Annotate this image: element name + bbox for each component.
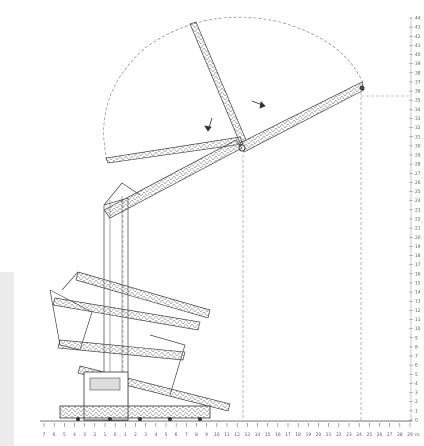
right-scale-label: 8 xyxy=(415,344,418,350)
right-scale-label: 35 xyxy=(415,98,421,104)
right-scale-label: 30 xyxy=(415,143,421,149)
working-range-arc xyxy=(103,16,365,161)
right-scale-label: 0 xyxy=(415,418,418,424)
right-scale-label: 17 xyxy=(415,262,421,268)
scale-label: 2 xyxy=(93,432,96,438)
right-scale-label: 12 xyxy=(415,308,421,314)
right-scale-label: 42 xyxy=(415,34,421,40)
right-scale-label: 18 xyxy=(415,253,421,259)
scale-label: 8 xyxy=(195,432,198,438)
scale-label: 24 xyxy=(356,432,362,438)
scale-unit: m. xyxy=(415,433,421,438)
scale-label: 5 xyxy=(165,432,168,438)
right-scale-label: 43 xyxy=(415,25,421,31)
scale-label: 15 xyxy=(265,432,271,438)
folded-boom-positions xyxy=(49,271,231,412)
right-scale-label: 16 xyxy=(415,271,421,277)
scale-label: 16 xyxy=(275,432,281,438)
scale-label: 23 xyxy=(346,432,352,438)
scale-label: 14 xyxy=(255,432,261,438)
crane-chassis xyxy=(59,371,211,421)
right-scale-label: 6 xyxy=(415,363,418,369)
scale-label: 19 xyxy=(306,432,312,438)
right-scale-label: 9 xyxy=(415,335,418,341)
right-scale-label: 11 xyxy=(415,317,421,323)
scale-label: 25 xyxy=(367,432,373,438)
right-scale-label: 24 xyxy=(415,198,421,204)
scale-label: 13 xyxy=(245,432,251,438)
scale-label: 1 xyxy=(104,432,107,438)
left-side-panel xyxy=(0,272,14,446)
right-scale-label: 33 xyxy=(415,116,421,122)
right-scale-label: 28 xyxy=(415,162,421,168)
scale-label: 5 xyxy=(63,432,66,438)
scale-label: 1 xyxy=(124,432,127,438)
right-scale-label: 3 xyxy=(415,390,418,396)
scale-label: 3 xyxy=(83,432,86,438)
scale-label: 17 xyxy=(285,432,291,438)
right-scale-label: 2 xyxy=(415,399,418,405)
scale-label: 20 xyxy=(316,432,322,438)
right-scale-label: 41 xyxy=(415,43,421,49)
right-scale-label: 32 xyxy=(415,125,421,131)
right-scale-label: 31 xyxy=(415,134,421,140)
right-scale-label: 29 xyxy=(415,153,421,159)
right-scale-label: 23 xyxy=(415,207,421,213)
scale-label: 0 xyxy=(114,432,117,438)
right-scale-label: 36 xyxy=(415,89,421,95)
right-scale-label: 5 xyxy=(415,372,418,378)
scale-label: 28 xyxy=(397,432,403,438)
right-scale-label: 7 xyxy=(415,354,418,360)
right-scale-label: 25 xyxy=(415,189,421,195)
scale-label: 12 xyxy=(234,432,240,438)
right-scale-label: 10 xyxy=(415,326,421,332)
right-scale-label: 4 xyxy=(415,381,418,387)
scale-label: 6 xyxy=(175,432,178,438)
jib-raised xyxy=(189,21,247,144)
scale-label: 10 xyxy=(214,432,220,438)
right-scale-label: 1 xyxy=(415,408,418,414)
right-scale-label: 39 xyxy=(415,61,421,67)
right-scale-label: 37 xyxy=(415,79,421,85)
scale-label: 27 xyxy=(387,432,393,438)
right-scale-label: 14 xyxy=(415,290,421,296)
right-scale-label: 20 xyxy=(415,235,421,241)
scale-label: 7 xyxy=(43,432,46,438)
scale-label: 22 xyxy=(336,432,342,438)
scale-label: 7 xyxy=(185,432,188,438)
right-scale-label: 26 xyxy=(415,180,421,186)
scale-label: 2 xyxy=(134,432,137,438)
right-scale: 0123456789101112131415161718192021222324… xyxy=(409,16,421,424)
scale-label: 11 xyxy=(224,432,230,438)
jib-extended xyxy=(238,81,365,153)
scale-label: 4 xyxy=(154,432,157,438)
right-scale-label: 13 xyxy=(415,299,421,305)
right-scale-label: 40 xyxy=(415,52,421,58)
scale-label: 9 xyxy=(205,432,208,438)
scale-label: 18 xyxy=(295,432,301,438)
scale-label: 3 xyxy=(144,432,147,438)
scale-label: 29 xyxy=(407,432,413,438)
right-scale-label: 21 xyxy=(415,226,421,232)
scale-label: 4 xyxy=(73,432,76,438)
right-scale-label: 44 xyxy=(415,16,421,22)
right-scale-label: 22 xyxy=(415,217,421,223)
right-scale-label: 15 xyxy=(415,280,421,286)
right-scale-label: 34 xyxy=(415,107,421,113)
right-scale-label: 19 xyxy=(415,244,421,250)
motion-arrows xyxy=(204,100,266,132)
scale-label: 6 xyxy=(53,432,56,438)
reference-lines xyxy=(122,92,410,420)
right-scale-label: 27 xyxy=(415,171,421,177)
right-scale-label: 38 xyxy=(415,70,421,76)
scale-label: 26 xyxy=(377,432,383,438)
scale-label: 21 xyxy=(326,432,332,438)
